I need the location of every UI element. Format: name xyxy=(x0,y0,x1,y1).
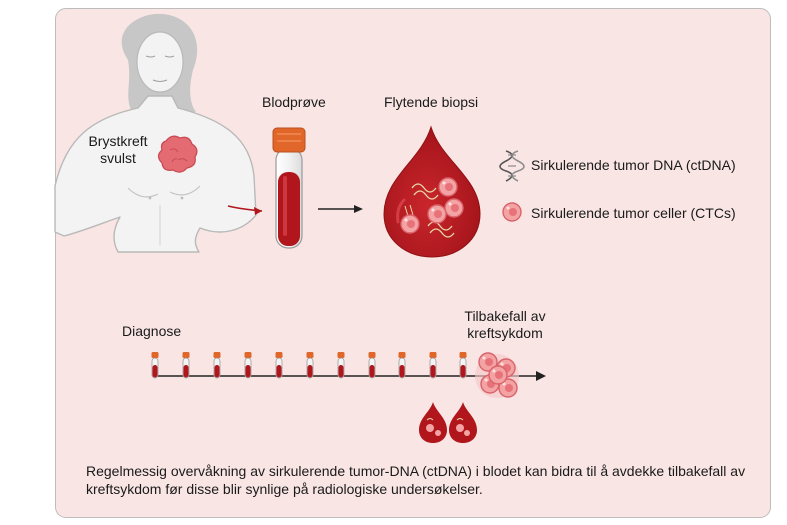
tumor-cell-icon xyxy=(502,202,522,222)
blood-sample-label: Blodprøve xyxy=(262,94,326,110)
legend-ctc-text: Sirkulerende tumor celler (CTCs) xyxy=(531,205,736,221)
tumor-label-line2: svulst xyxy=(100,150,136,166)
blood-tube xyxy=(272,127,306,249)
relapse-label-line1: Tilbakefall av xyxy=(464,308,546,324)
timeline-drops xyxy=(419,402,477,443)
caption-text: Regelmessig overvåkning av sirkulerende … xyxy=(86,463,746,497)
relapse-label-line2: kreftsykdom xyxy=(467,325,543,341)
arrow-tube-to-biopsy xyxy=(318,205,363,213)
relapse-label: Tilbakefall av kreftsykdom xyxy=(445,308,565,342)
tumor-label-line1: Brystkreft xyxy=(88,133,148,149)
dna-icon xyxy=(499,150,525,182)
tube-cap xyxy=(272,127,306,153)
liquid-biopsy-label: Flytende biopsi xyxy=(384,94,479,110)
breast-tumor-shape xyxy=(157,135,198,173)
person-figure xyxy=(54,13,263,253)
face xyxy=(136,31,184,93)
timeline xyxy=(151,351,546,381)
liquid-biopsy-drop xyxy=(383,125,481,258)
tumor-label: Brystkreft svulst xyxy=(74,133,162,167)
relapse-tumor-cluster xyxy=(475,352,519,398)
legend-ctdna-text: Sirkulerende tumor DNA (ctDNA) xyxy=(531,157,736,173)
body-silhouette xyxy=(54,95,257,253)
diagnosis-label: Diagnose xyxy=(122,323,182,339)
